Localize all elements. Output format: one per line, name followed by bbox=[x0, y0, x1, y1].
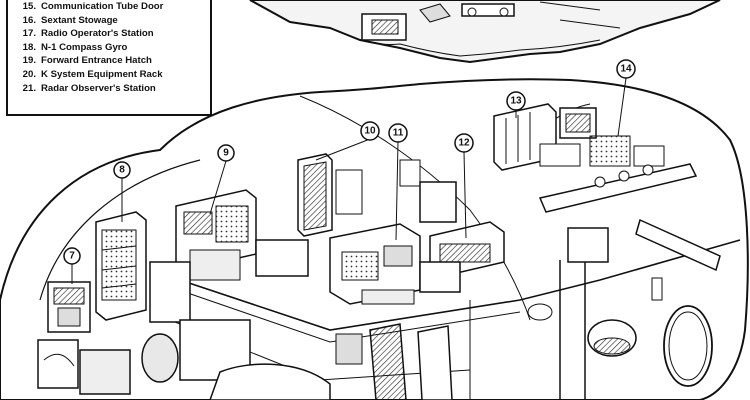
top-rack-13 bbox=[493, 103, 597, 171]
legend-label: Sextant Stowage bbox=[41, 14, 118, 26]
legend-number: 18. bbox=[22, 41, 36, 53]
svg-text:11: 11 bbox=[393, 128, 404, 139]
legend-number: 19. bbox=[22, 55, 36, 67]
upper-cutaway-balloon bbox=[249, 0, 721, 64]
svg-text:9: 9 bbox=[223, 148, 229, 159]
legend-label: K System Equipment Rack bbox=[41, 68, 163, 80]
leader-lines bbox=[71, 77, 627, 284]
svg-text:7: 7 bbox=[69, 251, 75, 262]
legend-number: 15. bbox=[22, 1, 36, 12]
legend-item: 16. Sextant Stowage bbox=[14, 14, 204, 28]
legend-label: Radio Operator's Station bbox=[41, 28, 154, 40]
crew-seats bbox=[209, 323, 453, 400]
legend-item: 19. Forward Entrance Hatch bbox=[14, 54, 204, 68]
legend-number: 21. bbox=[22, 82, 36, 94]
svg-text:12: 12 bbox=[458, 138, 470, 149]
equipment-rack-8 bbox=[95, 211, 147, 321]
legend-label: Forward Entrance Hatch bbox=[41, 55, 152, 67]
callout-7: 7 bbox=[63, 247, 81, 265]
legend-number: 20. bbox=[22, 68, 36, 80]
legend-item: 18. N-1 Compass Gyro bbox=[14, 41, 204, 55]
legend-label: N-1 Compass Gyro bbox=[41, 41, 128, 53]
legend-label: Radar Observer's Station bbox=[41, 82, 156, 94]
tall-panel-10 bbox=[255, 153, 363, 277]
legend-item: 17. Radio Operator's Station bbox=[14, 27, 204, 41]
callout-9: 9 bbox=[217, 144, 235, 162]
legend-number: 17. bbox=[22, 28, 36, 40]
svg-text:14: 14 bbox=[620, 64, 632, 75]
legend-number: 16. bbox=[22, 14, 36, 26]
compass-and-hatch bbox=[527, 277, 713, 387]
radar-observer-station bbox=[37, 281, 131, 395]
legend-item: 20. K System Equipment Rack bbox=[14, 68, 204, 82]
k-system-rack-12 bbox=[419, 221, 505, 293]
svg-text:13: 13 bbox=[510, 96, 522, 107]
callout-12: 12 bbox=[454, 133, 474, 153]
equipment-shelf-14 bbox=[538, 135, 721, 272]
central-console-11 bbox=[329, 159, 457, 305]
callout-14: 14 bbox=[616, 59, 636, 79]
legend-box: 15. Communication Tube Door 16. Sextant … bbox=[6, 0, 212, 116]
legend-item: 21. Radar Observer's Station bbox=[14, 82, 204, 96]
callout-13: 13 bbox=[506, 91, 526, 111]
svg-text:8: 8 bbox=[119, 165, 125, 176]
callout-10: 10 bbox=[360, 121, 380, 141]
svg-text:10: 10 bbox=[364, 126, 376, 137]
legend-item: 15. Communication Tube Door bbox=[14, 0, 204, 14]
legend-label: Communication Tube Door bbox=[41, 1, 164, 12]
callout-11: 11 bbox=[388, 123, 408, 143]
callout-markers: 7 8 9 10 11 12 13 14 bbox=[63, 59, 636, 265]
callout-8: 8 bbox=[113, 161, 131, 179]
radio-operator-station bbox=[141, 189, 257, 383]
